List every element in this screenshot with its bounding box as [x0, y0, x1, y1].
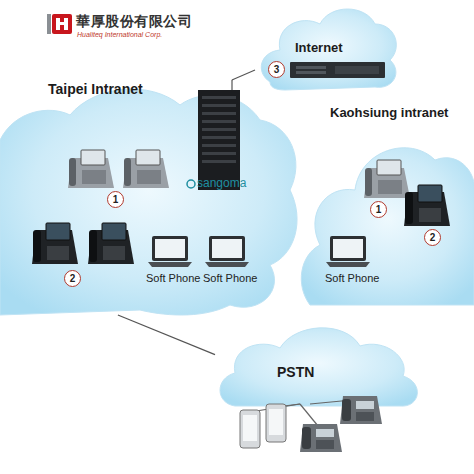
device-label: Soft Phone	[146, 272, 200, 284]
cloud-title: PSTN	[277, 364, 314, 380]
callout-number: 2	[64, 270, 81, 287]
vendor-logo-text: sangoma	[197, 176, 246, 190]
company-name: 華厚股份有限公司	[76, 13, 192, 31]
company-logo	[47, 14, 72, 34]
cloud-shape	[261, 9, 396, 90]
desk-phone	[302, 427, 311, 449]
callout-number: 2	[424, 229, 441, 246]
desk-phone	[300, 424, 342, 452]
callout-number: 1	[370, 201, 387, 218]
internet-cloud: Internet	[255, 2, 400, 92]
mobile-phone	[240, 410, 260, 448]
pstn-wires	[300, 404, 318, 426]
cloud-title: Internet	[295, 40, 343, 55]
company-logo	[47, 14, 51, 34]
device-label: Soft Phone	[203, 272, 257, 284]
cloud-outline	[215, 318, 425, 412]
desk-phone	[316, 429, 334, 437]
device-label: Soft Phone	[325, 272, 379, 284]
network-link	[118, 315, 215, 355]
callout-number: 3	[268, 61, 285, 78]
pstn-cloud: PSTN	[215, 318, 425, 412]
company-logo	[56, 18, 60, 30]
company-logo	[64, 18, 68, 30]
cloud-title: Kaohsiung intranet	[330, 105, 448, 120]
network-link	[232, 70, 255, 80]
company-logo	[52, 14, 72, 34]
callout-number: 1	[107, 191, 124, 208]
desk-phone	[300, 424, 342, 452]
cloud-shape	[301, 148, 474, 305]
mobile-phone	[243, 415, 257, 441]
mobile-phone	[266, 404, 286, 442]
company-logo	[56, 22, 68, 25]
server-tower	[231, 80, 232, 92]
cloud-shape	[0, 89, 297, 315]
desk-phone	[356, 412, 374, 421]
mobile-phone	[240, 410, 260, 448]
company-name-english: Hualiteq International Corp.	[77, 31, 162, 38]
cloud-shape	[220, 328, 417, 406]
mobile-phone	[269, 409, 283, 435]
mobile-phone	[266, 404, 286, 442]
desk-phone	[316, 440, 334, 449]
cloud-title: Taipei Intranet	[48, 81, 143, 97]
